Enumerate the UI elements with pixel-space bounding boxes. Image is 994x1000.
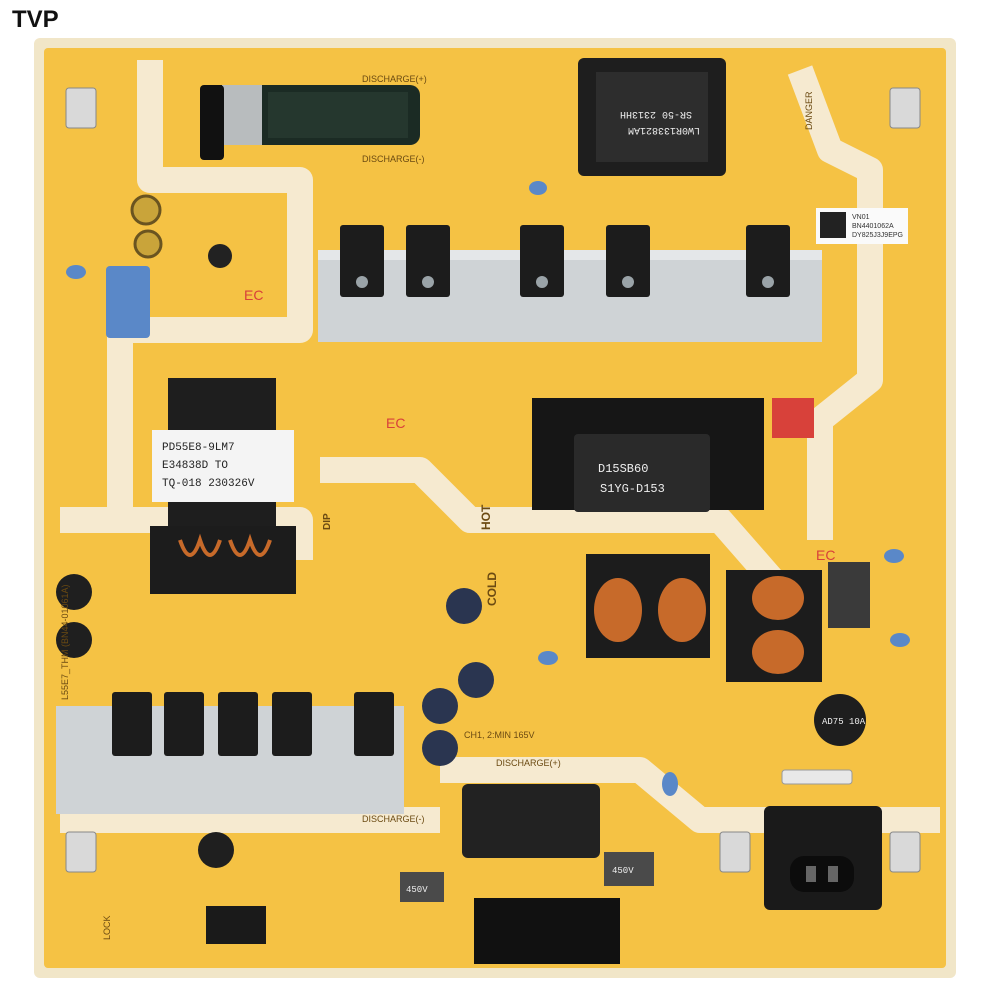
cap-yellow-2	[133, 229, 163, 259]
cap-electrolytic-2	[56, 622, 92, 658]
cap-yellow-1	[130, 194, 162, 226]
inductor-small-1	[400, 872, 444, 902]
svg-text:E34838D TO: E34838D TO	[162, 460, 228, 472]
svg-text:TQ-018 230326V: TQ-018 230326V	[162, 478, 255, 490]
bulk-capacitor-top	[200, 85, 420, 160]
ceramic-caps	[66, 181, 910, 796]
svg-text:EC: EC	[244, 287, 263, 303]
cap-electrolytic-1	[56, 574, 92, 610]
svg-text:LW0R133821AM: LW0R133821AM	[628, 124, 700, 135]
transformer-bottom	[462, 784, 600, 858]
svg-text:EC: EC	[386, 415, 405, 431]
svg-text:DISCHARGE(+): DISCHARGE(+)	[362, 74, 427, 84]
cap-electrolytic-4	[458, 662, 494, 698]
svg-text:PD55E8-9LM7: PD55E8-9LM7	[162, 442, 235, 454]
svg-text:HOT: HOT	[479, 504, 493, 530]
svg-text:SR-50 2313HH: SR-50 2313HH	[620, 108, 692, 119]
heatsink-bottom	[56, 692, 404, 814]
svg-text:VN01: VN01	[852, 214, 870, 221]
common-mode-choke-1	[586, 554, 710, 658]
svg-text:450V: 450V	[612, 866, 634, 876]
common-mode-choke-2	[726, 570, 822, 682]
svg-text:L55E7_THM (BN44-01061A): L55E7_THM (BN44-01061A)	[60, 584, 70, 700]
svg-text:DISCHARGE(-): DISCHARGE(-)	[362, 154, 425, 164]
inductor-small-2	[604, 852, 654, 886]
cap-electrolytic-7	[198, 832, 234, 868]
cap-electrolytic-6	[422, 730, 458, 766]
barcode-sticker: VN01 BN4401062A DY825J3J9EPG	[816, 208, 908, 244]
heatsink-top	[318, 225, 822, 342]
svg-text:CH1, 2:MIN 165V: CH1, 2:MIN 165V	[464, 730, 535, 740]
cap-electrolytic-3	[446, 588, 482, 624]
bridge-heatsink: D15SB60 S1YG-D153	[532, 398, 814, 512]
output-connector	[474, 898, 620, 964]
small-connector	[206, 906, 266, 944]
svg-text:AD75 10A: AD75 10A	[822, 717, 866, 727]
ntc-thermistor	[814, 694, 866, 746]
brand-label: TVP	[12, 6, 59, 33]
svg-text:D15SB60: D15SB60	[598, 462, 648, 476]
cap-black-1	[208, 244, 232, 268]
cap-electrolytic-5	[422, 688, 458, 724]
x-capacitor-grey	[828, 562, 870, 628]
ac-inlet	[764, 806, 882, 910]
svg-text:DY825J3J9EPG: DY825J3J9EPG	[852, 232, 903, 239]
svg-text:DANGER: DANGER	[804, 91, 814, 130]
transformer-left: PD55E8-9LM7 E34838D TO TQ-018 230326V	[150, 378, 296, 594]
transformer-top: LW0R133821AM SR-50 2313HH	[578, 58, 726, 176]
svg-text:LOCK: LOCK	[102, 915, 112, 940]
svg-text:EC: EC	[816, 547, 835, 563]
svg-text:450V: 450V	[406, 885, 428, 895]
svg-text:DISCHARGE(-): DISCHARGE(-)	[362, 814, 425, 824]
svg-text:COLD: COLD	[485, 572, 499, 606]
svg-text:DIP: DIP	[322, 513, 333, 530]
fuse	[781, 769, 853, 785]
mounting-clips	[65, 87, 921, 873]
svg-text:BN4401062A: BN4401062A	[852, 223, 894, 230]
svg-text:S1YG-D153: S1YG-D153	[600, 482, 665, 496]
svg-text:DISCHARGE(+): DISCHARGE(+)	[496, 758, 561, 768]
x-capacitor-blue	[106, 266, 150, 338]
